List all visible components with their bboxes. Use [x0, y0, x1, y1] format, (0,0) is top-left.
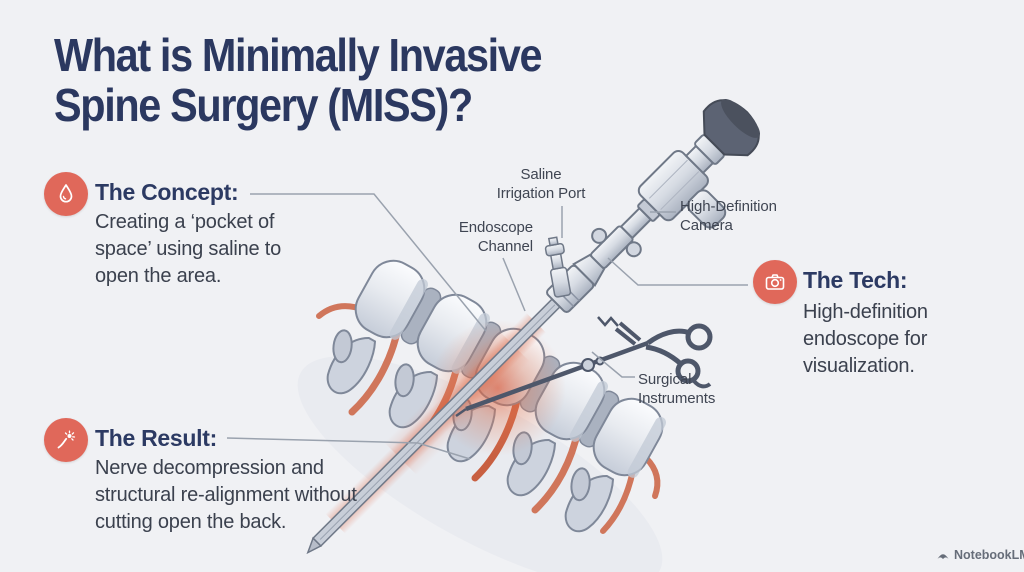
channel-leader-line [502, 257, 526, 312]
leader-lines [226, 193, 748, 460]
tech-heading: The Tech: [803, 267, 908, 293]
concept-body-line: space’ using saline to [95, 238, 282, 260]
concept-body-line: Creating a ‘pocket of [95, 211, 275, 233]
tech-body: High-definition endoscope for visualizat… [803, 299, 928, 380]
watermark-label: NotebookLM [954, 548, 1024, 562]
tech-body-line: endoscope for [803, 328, 928, 350]
endoscope-knob [625, 241, 642, 258]
saline-irrigation-port [544, 236, 572, 298]
title-line-1: What is Minimally Invasive [54, 29, 543, 81]
tech-icon-badge [753, 260, 797, 304]
instruments-leader-line [591, 351, 635, 378]
notebooklm-watermark: NotebookLM [936, 548, 1024, 562]
label-endoscope-channel: Endoscope Channel [458, 219, 533, 255]
notebooklm-logo-icon [937, 554, 949, 559]
result-heading: The Result: [95, 425, 217, 451]
label-saline-irrigation-port: Saline Irrigation Port [496, 166, 586, 202]
endoscope-knob [591, 227, 608, 244]
camera-side-port [687, 189, 727, 229]
camera-icon [765, 274, 785, 290]
label-high-definition-camera: High-Definition Camera [680, 198, 777, 234]
tech-body-line: visualization. [803, 355, 915, 377]
nerve-icon [57, 430, 76, 449]
droplet-icon [59, 184, 73, 203]
title-line-2: Spine Surgery (MISS)? [54, 79, 473, 131]
result-body-line: Nerve decompression and [95, 457, 324, 479]
page-title: What is Minimally Invasive Spine Surgery… [54, 30, 714, 130]
concept-heading: The Concept: [95, 179, 239, 205]
surgical-instrument [455, 316, 713, 418]
result-leader-line [226, 437, 471, 460]
tech-body-line: High-definition [803, 301, 928, 323]
concept-body-line: open the area. [95, 265, 222, 287]
tech-leader-line [607, 257, 748, 286]
result-body-line: cutting open the back. [95, 511, 287, 533]
result-body-line: structural re-alignment without [95, 484, 357, 506]
concept-icon-badge [44, 172, 88, 216]
concept-body: Creating a ‘pocket of space’ using salin… [95, 209, 281, 290]
label-surgical-instruments: Surgical Instruments [638, 371, 716, 407]
concept-leader-line [250, 193, 487, 332]
result-icon-badge [44, 418, 88, 462]
result-body: Nerve decompression and structural re-al… [95, 455, 357, 536]
